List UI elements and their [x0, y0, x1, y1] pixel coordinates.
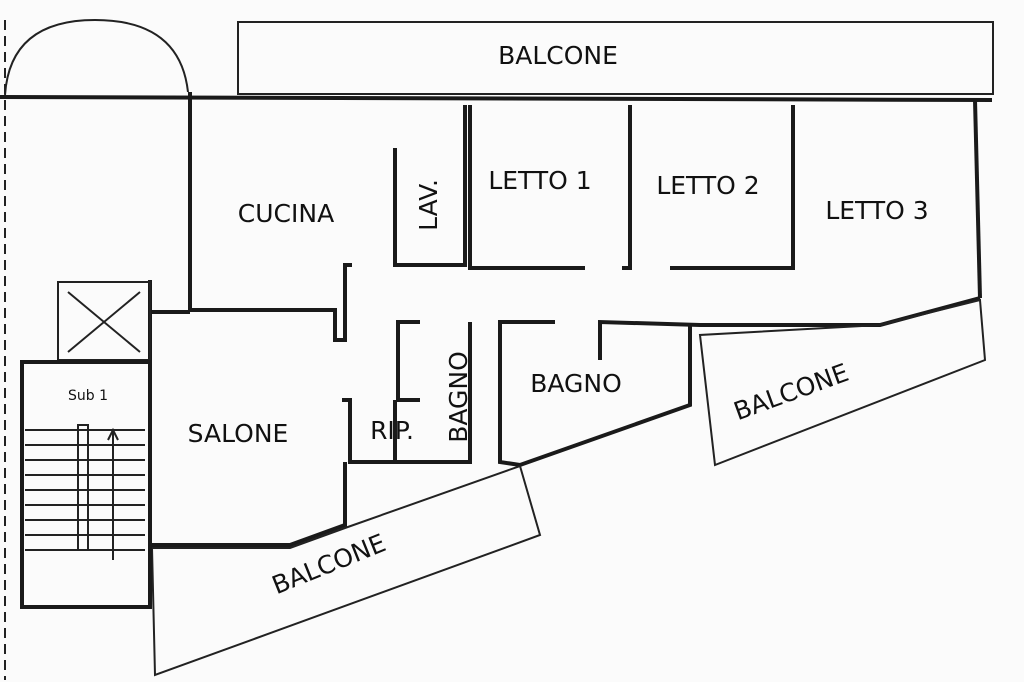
label-lav: LAV. [414, 179, 443, 231]
label-balcone-right: BALCONE [730, 358, 853, 426]
balcony-top [237, 21, 994, 95]
label-sub1: Sub 1 [68, 388, 108, 404]
wall-right [973, 99, 982, 299]
wall-salone [148, 280, 347, 547]
label-bagno-small: BAGNO [444, 351, 473, 443]
wall-letto2-right [670, 105, 795, 270]
wall-bagno [498, 320, 692, 468]
arc-terrace [4, 18, 189, 96]
label-letto1: LETTO 1 [488, 166, 591, 195]
label-balcone-top: BALCONE [498, 41, 618, 70]
label-bagno: BAGNO [530, 369, 622, 398]
wall-lav [393, 105, 467, 267]
balcony-right [698, 298, 987, 467]
label-balcone-bottom: BALCONE [268, 528, 390, 600]
label-letto3: LETTO 3 [825, 196, 928, 225]
balcony-bottom [150, 464, 542, 677]
wall-letto2-left [622, 105, 632, 270]
wall-cucina-bottom [190, 263, 352, 342]
elevator-x-icon [67, 291, 141, 353]
label-rip: RIP. [370, 416, 414, 445]
label-salone: SALONE [188, 419, 289, 448]
label-letto2: LETTO 2 [656, 171, 759, 200]
stairwell [20, 360, 152, 609]
wall-bagno-small [396, 320, 420, 402]
wall-rip [342, 322, 472, 464]
stairs [25, 424, 145, 560]
wall-top [0, 95, 993, 102]
label-cucina: CUCINA [238, 199, 334, 228]
wall-letto1 [468, 105, 585, 270]
